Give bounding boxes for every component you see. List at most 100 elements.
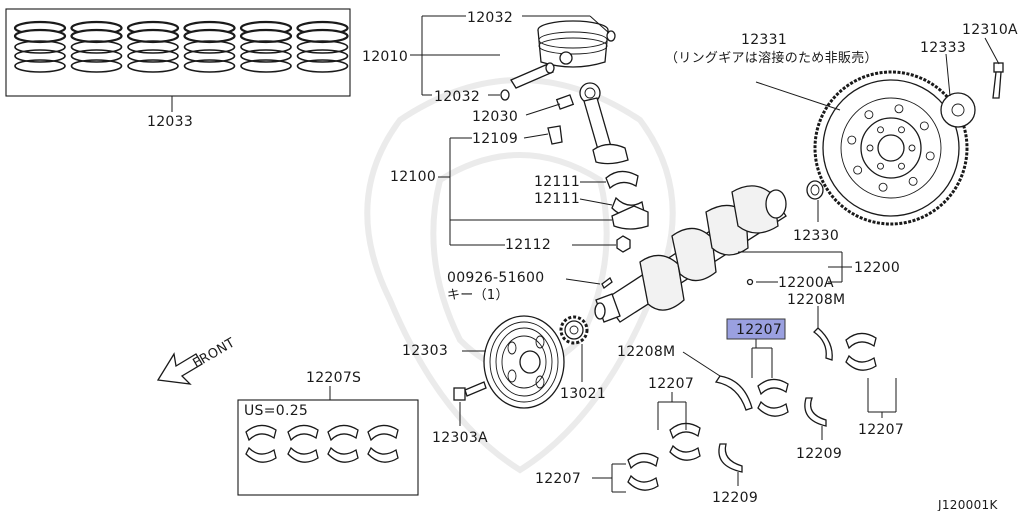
bearing-shell-upper [627,452,659,470]
label-12030[interactable]: 12030 [472,109,518,125]
undersize-bearing-pair [287,424,319,463]
piston-ring [183,59,236,73]
bearing-shell-upper [367,424,399,442]
label-12333[interactable]: 12333 [920,40,966,56]
ring-set-box [5,8,351,97]
crank-pulley [483,315,565,409]
bearing-shell-lower [327,446,359,463]
front-arrow-icon [156,352,203,385]
rod-cap [611,205,649,230]
piston-ring [296,49,349,63]
label-12208M-right[interactable]: 12208M [787,292,845,308]
label-12209-right[interactable]: 12209 [796,446,842,462]
bearing-shell-lower [757,400,789,417]
label-12310A[interactable]: 12310A [962,22,1018,38]
rod-bearing-upper [605,170,639,190]
piston-ring [239,28,293,44]
label-12330[interactable]: 12330 [793,228,839,244]
rod-nut [616,235,631,253]
piston-pin [510,62,555,89]
flywheel-hole [866,144,874,152]
main-bearing-pair [845,332,877,371]
label-12303[interactable]: 12303 [402,343,448,359]
label-12200[interactable]: 12200 [854,260,900,276]
label-12331[interactable]: 12331 [741,32,787,48]
bearing-shell-lower [627,474,659,491]
ring-stack [126,20,180,73]
thrust-washer-right [812,327,833,361]
piston-ring [70,28,123,44]
label-12207-bottom[interactable]: 12207 [535,471,581,487]
flywheel-hole [847,135,857,145]
undersize-bearing-pair [367,424,399,463]
label-12303A[interactable]: 12303A [432,430,488,446]
thrust-washer-12209-right [804,397,827,427]
piston-ring [127,40,179,54]
bearing-shell-lower [287,446,319,463]
flywheel-hole [925,151,935,161]
label-12208M-left[interactable]: 12208M [617,344,675,360]
label-12109[interactable]: 12109 [472,131,518,147]
main-bearing-pair [757,378,789,417]
piston-ring [70,49,123,63]
label-12207-right[interactable]: 12207 [858,422,904,438]
piston-ring [183,28,236,44]
flywheel-hole [894,104,904,114]
label-12032-top[interactable]: 12032 [467,10,513,26]
bearing-shell-upper [327,424,359,442]
piston-ring [127,59,179,73]
piston-ring [14,40,66,54]
label-12112[interactable]: 12112 [505,237,551,253]
pin-clip-top [606,30,616,42]
thrust-washer-left [714,375,753,411]
label-12200A[interactable]: 12200A [778,275,834,291]
bearing-shell-lower [245,446,277,463]
flywheel-hole [898,126,905,134]
label-12207S[interactable]: 12207S [306,370,361,386]
piston-ring [13,28,67,44]
piston-ring [240,40,292,54]
ring-stack [70,20,123,73]
bearing-shell-lower [669,444,701,461]
label-12111-b[interactable]: 12111 [534,191,580,207]
thrust-washer-12209-bottom [718,443,743,473]
label-00926-51600[interactable]: 00926-51600 [447,270,544,286]
piston-ring [183,40,236,54]
flywheel [813,70,969,226]
flywheel-bolt [992,62,1004,99]
label-12100[interactable]: 12100 [390,169,436,185]
label-12209-bottom[interactable]: 12209 [712,490,758,506]
piston-ring [296,28,349,44]
piston-ring [240,49,292,63]
ring-stack [296,20,349,73]
flywheel-hole [877,126,884,134]
front-label: FRONT [191,336,238,372]
reinforce-plate [940,92,976,128]
diagram-id: J120001K [937,498,998,511]
piston-ring [296,59,349,73]
flywheel-hole [864,110,874,120]
bearing-shell-upper [757,378,789,396]
label-12207-highlighted[interactable]: 12207 [736,322,782,338]
bearing-shell-lower [367,446,399,463]
bearing-shell-upper [287,424,319,442]
flywheel-hole [853,165,863,175]
flywheel-hole [878,182,888,192]
label-13021[interactable]: 13021 [560,386,606,402]
label-12033[interactable]: 12033 [147,114,193,130]
label-12032-bottom[interactable]: 12032 [434,89,480,105]
label-12010[interactable]: 12010 [362,49,408,65]
pulley-bolt [453,381,487,401]
undersize-note: US=0.25 [244,403,308,419]
label-12207-middle[interactable]: 12207 [648,376,694,392]
connecting-rod [547,82,629,165]
crank-sprocket [559,315,589,345]
pin-clip-bottom [500,89,510,101]
piston-ring [127,49,179,63]
label-12111-a[interactable]: 12111 [534,174,580,190]
main-bearing-pair [669,422,701,461]
piston-ring [126,28,180,44]
flywheel-hole [908,176,918,186]
